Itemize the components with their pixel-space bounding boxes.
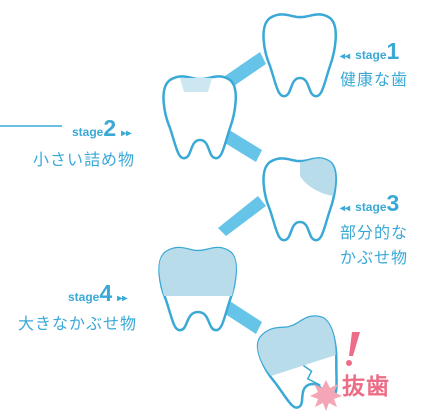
stage2-word: stage	[72, 125, 103, 139]
stage3-word: stage	[355, 200, 386, 214]
stage1-label: 健康な歯	[340, 72, 408, 88]
stage3-heading: ◂◂ stage3	[340, 192, 399, 215]
tooth-stage4-icon	[159, 248, 236, 330]
connector-3-4	[218, 196, 266, 236]
stage3-number: 3	[387, 190, 400, 216]
stage3-label-line1: 部分的な	[340, 225, 408, 241]
stage2-label: 小さい詰め物	[33, 152, 135, 168]
left-arrows-icon: ◂◂	[340, 51, 350, 62]
stage1-number: 1	[387, 38, 400, 64]
stage3-label-line2: かぶせ物	[340, 250, 408, 266]
stage4-label: 大きなかぶせ物	[18, 316, 137, 332]
stage2-heading: stage2 ▸▸	[72, 117, 131, 140]
extraction-label: 抜歯	[342, 376, 390, 399]
right-arrows-icon: ▸▸	[117, 293, 127, 304]
stage4-word: stage	[68, 290, 99, 304]
stage4-heading: stage4 ▸▸	[68, 282, 127, 305]
stage4-number: 4	[99, 280, 112, 306]
tooth-stage3-icon	[263, 158, 335, 240]
stage2-number: 2	[103, 115, 116, 141]
left-arrows-icon: ◂◂	[340, 203, 350, 214]
burst-icon	[310, 380, 342, 411]
right-arrows-icon: ▸▸	[121, 128, 131, 139]
large-crown-icon	[159, 248, 236, 296]
small-filling-icon	[180, 78, 212, 92]
tooth-stage1-icon	[263, 14, 335, 96]
exclamation-icon	[346, 332, 360, 366]
tooth-stage2-icon	[163, 76, 235, 158]
stage1-word: stage	[355, 48, 386, 62]
stage1-heading: ◂◂ stage1	[340, 40, 399, 63]
